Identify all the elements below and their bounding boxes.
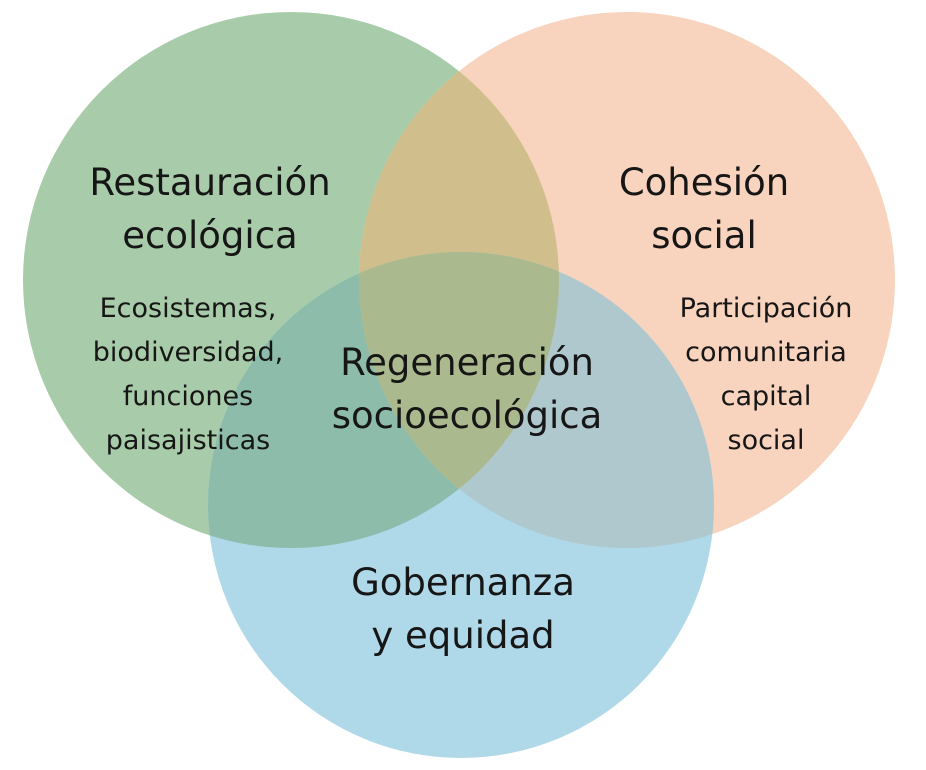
ecological-description: Ecosistemas,biodiversidad,funcionespaisa… <box>92 293 284 456</box>
social-title: Cohesiónsocial <box>618 161 790 257</box>
governance-title: Gobernanzay equidad <box>351 561 575 657</box>
center-label: Regeneraciónsocioecológica <box>331 341 603 437</box>
social-description: Participacióncomunitariacapitalsocial <box>679 293 853 456</box>
ecological-title: Restauraciónecológica <box>89 161 331 257</box>
